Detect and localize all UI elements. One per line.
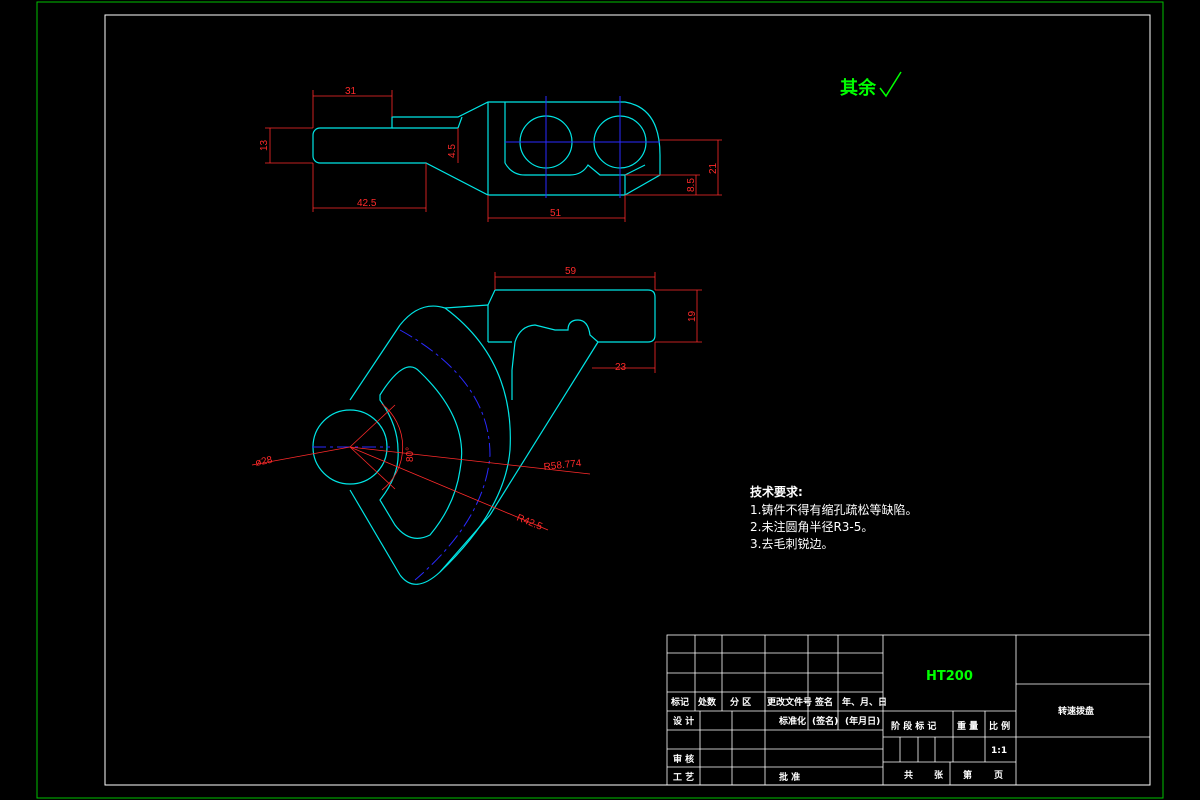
header-zone: 分 区 — [730, 696, 751, 708]
roughness-symbol-icon — [879, 71, 902, 98]
header-count: 处数 — [697, 696, 717, 708]
review-label: 审 核 — [673, 753, 694, 765]
header-signature: 签名 — [814, 696, 833, 708]
surface-note-text: 其余 — [840, 77, 877, 99]
title-block: HT200 转速拨盘 标记 处数 分 区 更改文件号 签名 年、月、日 设 计 … — [666, 634, 1151, 786]
header-date: 年、月、日 — [842, 696, 887, 708]
dim-21: 21 — [708, 162, 719, 174]
sheets-unit-label: 张 — [934, 769, 944, 781]
dim-19: 19 — [687, 310, 698, 322]
front-view-centerlines — [312, 329, 491, 581]
design-label: 设 计 — [673, 715, 694, 727]
dim-59: 59 — [565, 266, 577, 277]
dim-8-5: 8.5 — [686, 178, 697, 192]
dim-r42-5: R42.5 — [515, 513, 544, 533]
sheet-number-label: 第 — [963, 769, 972, 781]
tech-item-3: 3.去毛刺锐边。 — [750, 537, 833, 551]
front-view: 59 19 23 ø28 80° R58.774 R42.5 — [251, 266, 702, 585]
part-name: 转速拨盘 — [1058, 705, 1094, 717]
process-label: 工 艺 — [673, 771, 694, 783]
front-view-outline — [312, 289, 656, 585]
page-label: 页 — [994, 770, 1003, 781]
signature-label: (签名) — [812, 715, 838, 727]
dim-4-5: 4.5 — [447, 144, 458, 158]
dim-13: 13 — [259, 139, 270, 151]
dim-42-5: 42.5 — [357, 198, 377, 209]
dim-r58-774: R58.774 — [543, 458, 582, 473]
dim-angle-80: 80° — [405, 447, 416, 462]
tech-requirements: 技术要求: 1.铸件不得有缩孔疏松等缺陷。 2.未注圆角半径R3-5。 3.去毛… — [750, 484, 917, 551]
top-view: 31 13 4.5 42.5 51 8.5 21 — [259, 86, 722, 222]
outer-border — [36, 1, 1164, 799]
header-change-doc: 更改文件号 — [767, 696, 812, 708]
dim-dia-28: ø28 — [254, 455, 274, 469]
inner-frame — [104, 14, 1151, 786]
title-block-grid — [666, 634, 1151, 786]
tech-item-1: 1.铸件不得有缩孔疏松等缺陷。 — [750, 502, 917, 517]
tech-item-2: 2.未注圆角半径R3-5。 — [750, 519, 873, 534]
dim-51: 51 — [550, 208, 562, 219]
scale-value: 1:1 — [991, 746, 1007, 756]
top-view-dimension-lines — [265, 90, 722, 222]
sheets-total-label: 共 — [904, 769, 913, 781]
dim-23: 23 — [615, 362, 627, 373]
surface-roughness-note: 其余 — [840, 71, 902, 99]
scale-label: 比 例 — [989, 720, 1010, 732]
material-label: HT200 — [926, 669, 973, 684]
top-view-outline — [312, 101, 661, 196]
standardize-label: 标准化 — [778, 715, 806, 727]
dim-31: 31 — [345, 86, 357, 97]
front-view-dimension-lines — [251, 272, 702, 531]
top-view-centerlines — [505, 96, 660, 198]
stage-mark-label: 阶 段 标 记 — [891, 720, 936, 732]
approve-label: 批 准 — [779, 771, 800, 783]
date-label: (年月日) — [845, 715, 880, 727]
weight-label: 重 量 — [957, 720, 978, 732]
header-mark: 标记 — [670, 696, 689, 708]
tech-title: 技术要求: — [750, 484, 803, 499]
